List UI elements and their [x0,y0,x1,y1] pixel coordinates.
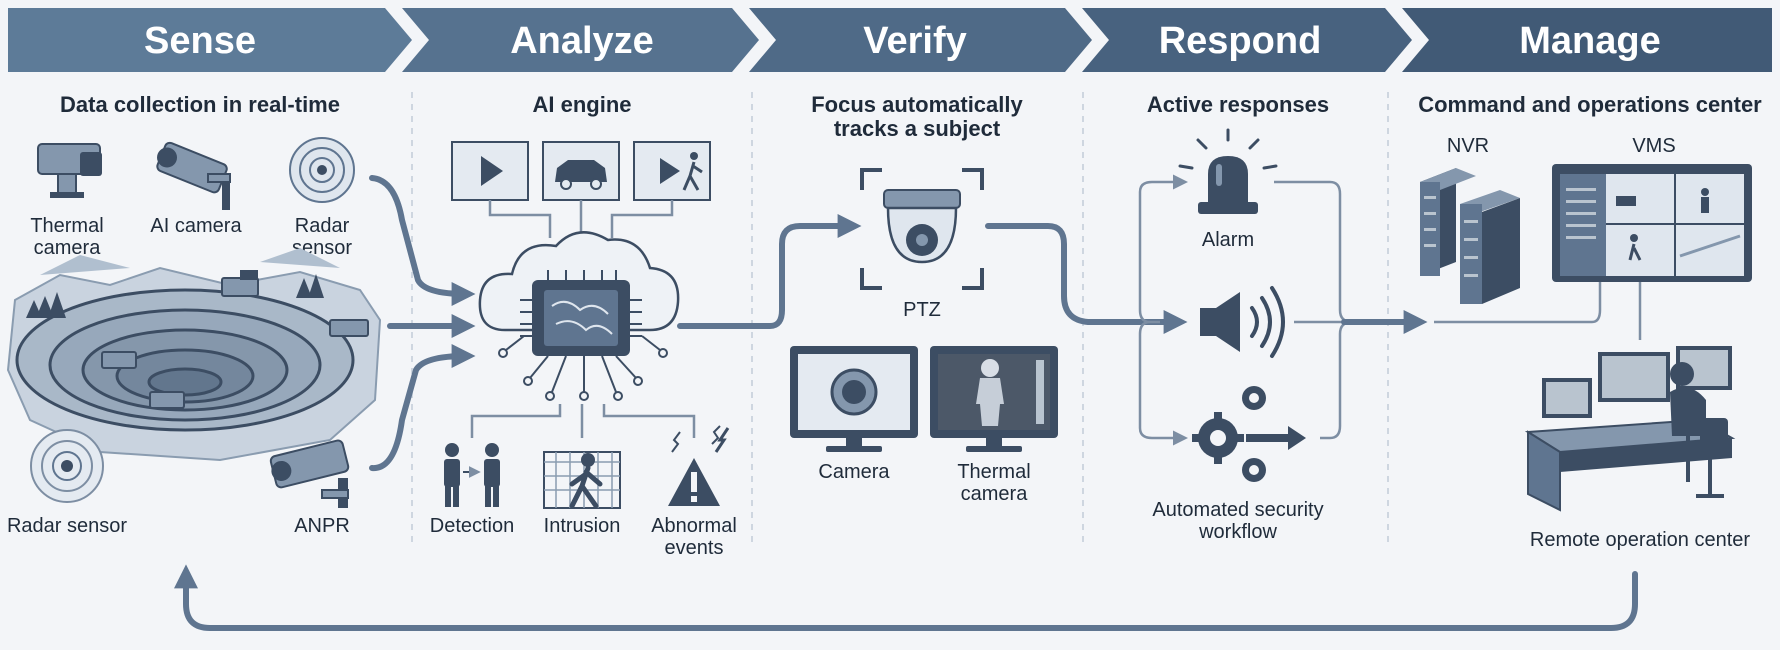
remote-operation-center-label: Remote operation center [1530,529,1750,551]
ptz-camera-icon [860,168,984,290]
server-icon [1420,168,1520,304]
stage-chevron-manage [1402,8,1772,72]
vms-label: VMS [1632,135,1675,157]
stage-title-manage: Manage [1519,20,1660,62]
radar-icon [289,137,355,203]
radar-icon [30,429,104,503]
person-walking-icon [633,141,711,201]
anpr-camera-icon [269,439,350,508]
sense-to-analyze-flows [369,175,476,472]
stage-bar: Sense Analyze Verify Respond Manage [8,8,1772,72]
respond-section: Active responses Alarm [1138,92,1428,543]
monitor-camera-icon [790,346,918,452]
vms-screen-icon [1552,164,1752,282]
alarm-beacon-icon [1178,128,1278,214]
detection-connectors [470,404,696,438]
stage-title-analyze: Analyze [510,20,654,62]
manage-heading: Command and operations center [1418,92,1762,117]
stage-title-verify: Verify [863,20,967,62]
intrusion-label: Intrusion [544,515,621,537]
respond-heading: Active responses [1147,92,1329,117]
column-dividers [411,92,1389,545]
ai-chip-icon [498,270,668,401]
feedback-loop [174,564,1638,631]
verify-to-respond-flow [985,223,1188,334]
thermal-monitor-icon [930,346,1058,452]
thermal-camera-icon [37,143,102,198]
car-icon [542,141,620,201]
respond-branches [1138,174,1428,446]
analyze-heading: AI engine [532,92,631,117]
ptz-label: PTZ [903,299,941,321]
ai-camera-label: AI camera [150,215,242,237]
manage-section: Command and operations center NVR VMS [1418,92,1762,551]
radar-sensor-label-bottom: Radar sensor [7,515,127,537]
operator-desk-icon [1524,346,1736,512]
stage-chevron-verify [749,8,1092,72]
gears-icon [1192,386,1306,482]
detection-icon [444,443,500,507]
verify-camera-label: Camera [818,461,890,483]
stage-title-respond: Respond [1159,20,1322,62]
sense-heading: Data collection in real-time [60,92,340,117]
speaker-icon [1200,286,1285,358]
detection-label: Detection [430,515,515,537]
intrusion-fence-icon [543,451,621,509]
open-pit-mine-icon [6,248,382,462]
ai-camera-icon [156,141,231,210]
warning-icon [668,425,730,506]
nvr-label: NVR [1447,135,1489,157]
stage-chevron-sense [8,8,412,72]
analyze-to-verify-flow [677,214,862,329]
alarm-label: Alarm [1202,229,1254,251]
analyze-section: AI engine [430,92,737,559]
manage-connectors [1434,282,1642,340]
stage-title-sense: Sense [144,20,256,62]
anpr-label: ANPR [294,515,350,537]
video-play-icon [451,141,529,201]
stage-chevron-analyze [402,8,759,72]
stage-chevron-respond [1082,8,1412,72]
